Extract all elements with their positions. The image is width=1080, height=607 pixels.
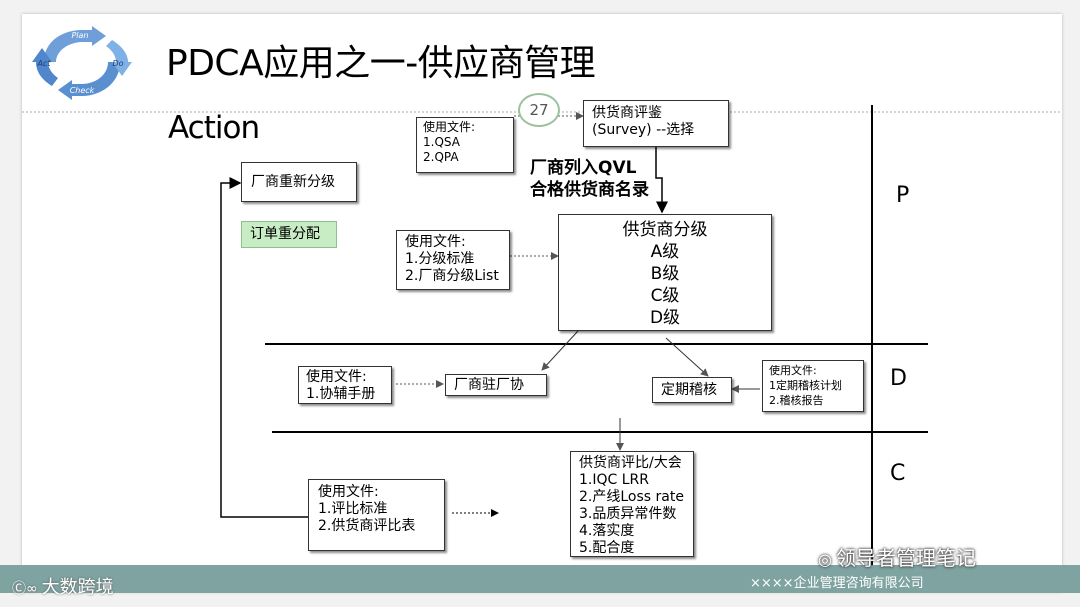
- logo-label-check: Check: [70, 86, 95, 95]
- eval-docs-line: 1.评比标准: [318, 501, 388, 517]
- supplier-evaluation-box: 供货商评比/大会 1.IQC LRR 2.产线Loss rate 3.品质异常件…: [570, 451, 694, 557]
- arrow-survey-grade: [655, 147, 668, 214]
- audit-docs-line: 使用文件:: [769, 364, 817, 377]
- eval-line: 1.IQC LRR: [579, 472, 649, 488]
- watermark-right: ◎领导者管理笔记: [818, 542, 976, 571]
- qvl-label: 厂商列入QVL 合格供货商名录: [530, 157, 649, 201]
- watermark-right-text: 领导者管理笔记: [835, 546, 976, 570]
- watermark-left-text: 大数跨境: [41, 577, 114, 598]
- survey-docs-box: 使用文件: 1.QSA 2.QPA: [416, 117, 514, 173]
- wechat-icon: ◎: [818, 550, 832, 569]
- footer-company: ××××企业管理咨询有限公司: [750, 576, 924, 591]
- logo-label-do: Do: [112, 59, 123, 68]
- survey-line: 供货商评鉴: [592, 105, 662, 121]
- survey-docs-line: 2.QPA: [423, 150, 459, 164]
- regrade-box: 厂商重新分级: [241, 162, 357, 202]
- arrow-grade-resident: [541, 330, 579, 371]
- audit-docs-line: 1定期稽核计划: [769, 379, 842, 392]
- phase-label-p: P: [896, 183, 910, 208]
- slide-title: PDCA应用之一-供应商管理: [166, 43, 596, 84]
- survey-line: (Survey) --选择: [592, 122, 695, 138]
- footer-band: [0, 565, 1080, 593]
- eval-line: 5.配合度: [579, 540, 635, 556]
- supplier-grading-box: 供货商分级 A级 B级 C级 D级: [558, 214, 772, 331]
- supplier-survey-box: 供货商评鉴 (Survey) --选择: [583, 100, 729, 147]
- watermark-logo-icon: Ⓒ∞: [12, 581, 38, 597]
- survey-docs-line: 1.QSA: [423, 135, 460, 149]
- eval-docs-line: 2.供货商评比表: [318, 518, 416, 534]
- phase-label-d: D: [890, 366, 907, 391]
- eval-line: 供货商评比/大会: [579, 455, 682, 471]
- pdca-cycle-logo: Plan Do Check Act: [32, 26, 132, 100]
- eval-line: 4.落实度: [579, 523, 635, 539]
- page-number-badge: 27: [518, 93, 560, 127]
- assist-docs-box: 使用文件: 1.协辅手册: [298, 366, 392, 404]
- qvl-line: 合格供货商名录: [530, 180, 649, 200]
- grade-docs-line: 使用文件:: [405, 234, 466, 250]
- grade-line: A级: [650, 242, 680, 262]
- action-heading: Action: [168, 110, 260, 146]
- grade-line: C级: [650, 286, 680, 306]
- qvl-line: 厂商列入QVL: [530, 158, 637, 178]
- eval-docs-line: 使用文件:: [318, 484, 379, 500]
- resident-assist-box: 厂商驻厂协: [445, 374, 547, 396]
- audit-docs-line: 2.稽核报告: [769, 394, 824, 407]
- watermark-left: Ⓒ∞大数跨境: [12, 573, 114, 599]
- order-reallocation-box: 订单重分配: [241, 221, 337, 248]
- grade-line: B级: [650, 264, 680, 284]
- assist-docs-line: 使用文件:: [306, 369, 367, 385]
- audit-docs-box: 使用文件: 1定期稽核计划 2.稽核报告: [762, 360, 864, 412]
- arrow-grade-audit: [665, 337, 709, 377]
- arrow-feedback-loop: [220, 177, 308, 518]
- survey-docs-line: 使用文件:: [423, 120, 476, 134]
- eval-line: 2.产线Loss rate: [579, 489, 684, 505]
- periodic-audit-box: 定期稽核: [652, 377, 732, 403]
- eval-line: 3.品质异常件数: [579, 506, 677, 522]
- grade-line: 供货商分级: [622, 220, 708, 240]
- assist-docs-line: 1.协辅手册: [306, 386, 376, 402]
- phase-label-c: C: [890, 461, 906, 486]
- grade-docs-line: 1.分级标准: [405, 251, 475, 267]
- grade-docs-line: 2.厂商分级List: [405, 268, 499, 284]
- logo-label-act: Act: [36, 59, 51, 68]
- logo-label-plan: Plan: [71, 31, 88, 40]
- grade-line: D级: [649, 308, 681, 328]
- evaluation-docs-box: 使用文件: 1.评比标准 2.供货商评比表: [308, 479, 445, 551]
- grade-docs-box: 使用文件: 1.分级标准 2.厂商分级List: [396, 230, 510, 290]
